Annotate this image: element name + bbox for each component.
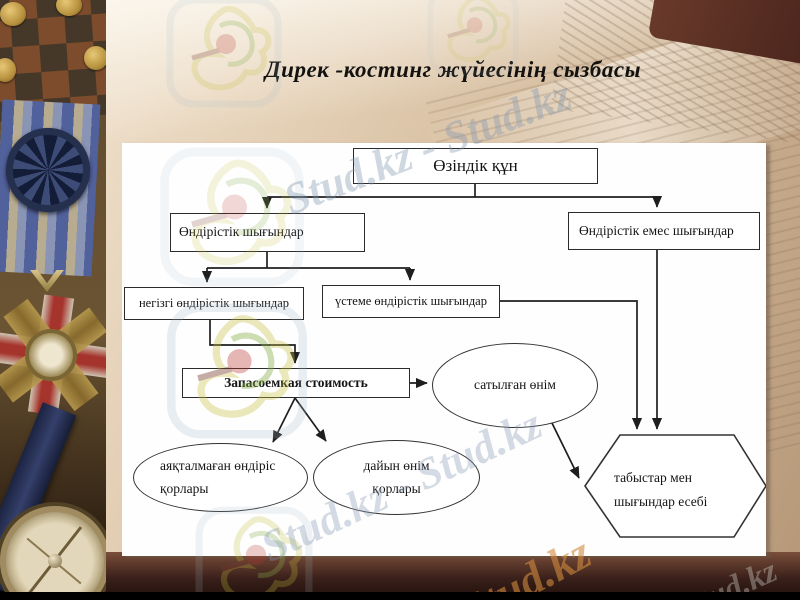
brass-coin [56,0,82,16]
node-label: Өзіндік құн [433,156,518,176]
left-photo-collage [0,0,106,600]
node-ozindik-kun: Өзіндік құн [353,148,598,184]
slide-bottom-border [0,592,800,600]
diagram-panel: Өзіндік құн Өндірістік шығындар Өндіріст… [122,143,766,556]
brass-coin [0,58,16,82]
node-ayaqtalmagan-ondiris-qorlary: аяқталмаған өндіріс қорлары [133,443,308,512]
brass-coin [0,2,26,26]
node-label: Өндірістік емес шығындар [579,222,734,238]
brass-coin [84,46,106,70]
node-label: Өндірістік шығындар [179,224,304,240]
node-label: сатылған өнім [474,377,556,393]
maltese-cross-medal [0,288,106,421]
node-label: аяқталмаған өндіріс қорлары [160,458,276,496]
node-label: негізгі өндірістік шығындар [138,295,290,310]
node-ondiristik-shygyndar: Өндірістік шығындар [170,213,365,252]
compass-pin [48,554,62,568]
node-label: Запасоемкая стоимость [224,374,368,390]
node-tabystar-men-shygyndar-esebi: табыстар мен шығындар есебі [600,448,760,532]
compass-photo [0,506,106,600]
slide-title: Дирек -костинг жүйесінің сызбасы [264,57,642,82]
medal-rosette [6,128,90,212]
node-negizgi-shygyndar: негізгі өндірістік шығындар [124,287,304,320]
node-label: үстеме өндірістік шығындар [335,293,487,308]
node-usteme-shygyndar: үстеме өндірістік шығындар [322,285,500,318]
node-ondiristik-emes-shygyndar: Өндірістік емес шығындар [568,212,760,250]
node-label: дайын өнім қорлары [363,458,430,496]
node-dayyn-onim-qorlary: дайын өнім қорлары [313,440,480,515]
node-label: табыстар мен шығындар есебі [614,470,708,509]
node-satylgan-onim: сатылған өнім [432,343,598,428]
node-zapasoemkaya-stoimost: Запасоемкая стоимость [182,368,410,398]
